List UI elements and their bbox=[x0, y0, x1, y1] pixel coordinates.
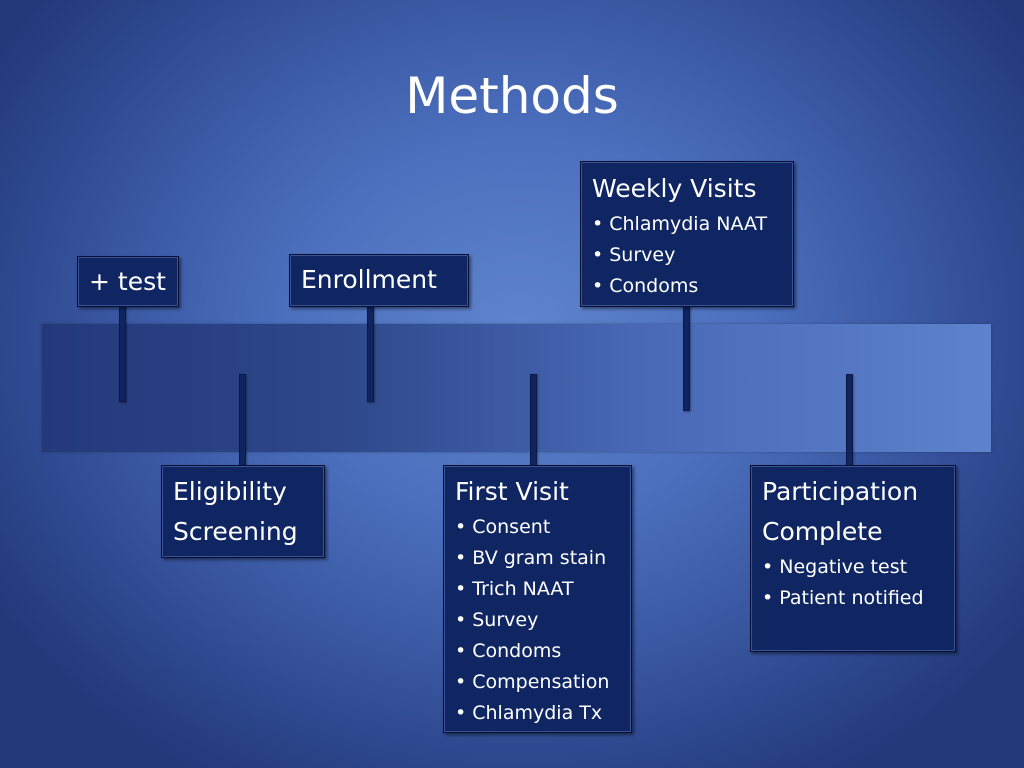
list-item: BV gram stain bbox=[455, 543, 620, 574]
list-item: Survey bbox=[592, 240, 782, 271]
slide-title: Methods bbox=[405, 67, 619, 125]
node-eligibility-title-line2: Screening bbox=[173, 517, 298, 546]
node-participation-title-line2: Complete bbox=[762, 517, 883, 546]
node-eligibility-screening: Eligibility Screening bbox=[161, 465, 325, 558]
node-participation-title-line1: Participation bbox=[762, 477, 919, 506]
node-weekly-visits: Weekly Visits Chlamydia NAAT Survey Cond… bbox=[580, 161, 794, 307]
node-first-visit-title: First Visit bbox=[455, 477, 569, 506]
stem-weekly-visits bbox=[683, 305, 690, 411]
list-item: Compensation bbox=[455, 667, 620, 698]
list-item: Patient notified bbox=[762, 583, 944, 614]
list-item: Condoms bbox=[592, 271, 782, 302]
weekly-visits-list: Chlamydia NAAT Survey Condoms bbox=[592, 209, 782, 302]
node-participation-complete: Participation Complete Negative test Pat… bbox=[750, 465, 956, 652]
list-item: Chlamydia Tx bbox=[455, 698, 620, 729]
node-test-title: + test bbox=[89, 267, 166, 296]
timeline-band bbox=[42, 324, 991, 452]
list-item: Survey bbox=[455, 605, 620, 636]
list-item: Chlamydia NAAT bbox=[592, 209, 782, 240]
node-enrollment: Enrollment bbox=[289, 254, 469, 307]
node-eligibility-title-line1: Eligibility bbox=[173, 477, 287, 506]
node-weekly-visits-title: Weekly Visits bbox=[592, 174, 757, 203]
list-item: Trich NAAT bbox=[455, 574, 620, 605]
list-item: Consent bbox=[455, 512, 620, 543]
stem-first-visit bbox=[530, 374, 537, 467]
node-first-visit: First Visit Consent BV gram stain Trich … bbox=[443, 465, 632, 733]
first-visit-list: Consent BV gram stain Trich NAAT Survey … bbox=[455, 512, 620, 729]
stem-participation-complete bbox=[846, 374, 853, 467]
list-item: Condoms bbox=[455, 636, 620, 667]
stem-eligibility bbox=[239, 374, 246, 467]
stem-test bbox=[119, 305, 126, 402]
node-enrollment-title: Enrollment bbox=[301, 265, 437, 294]
node-test: + test bbox=[77, 256, 179, 307]
list-item: Negative test bbox=[762, 552, 944, 583]
stem-enrollment bbox=[367, 305, 374, 402]
participation-complete-list: Negative test Patient notified bbox=[762, 552, 944, 614]
